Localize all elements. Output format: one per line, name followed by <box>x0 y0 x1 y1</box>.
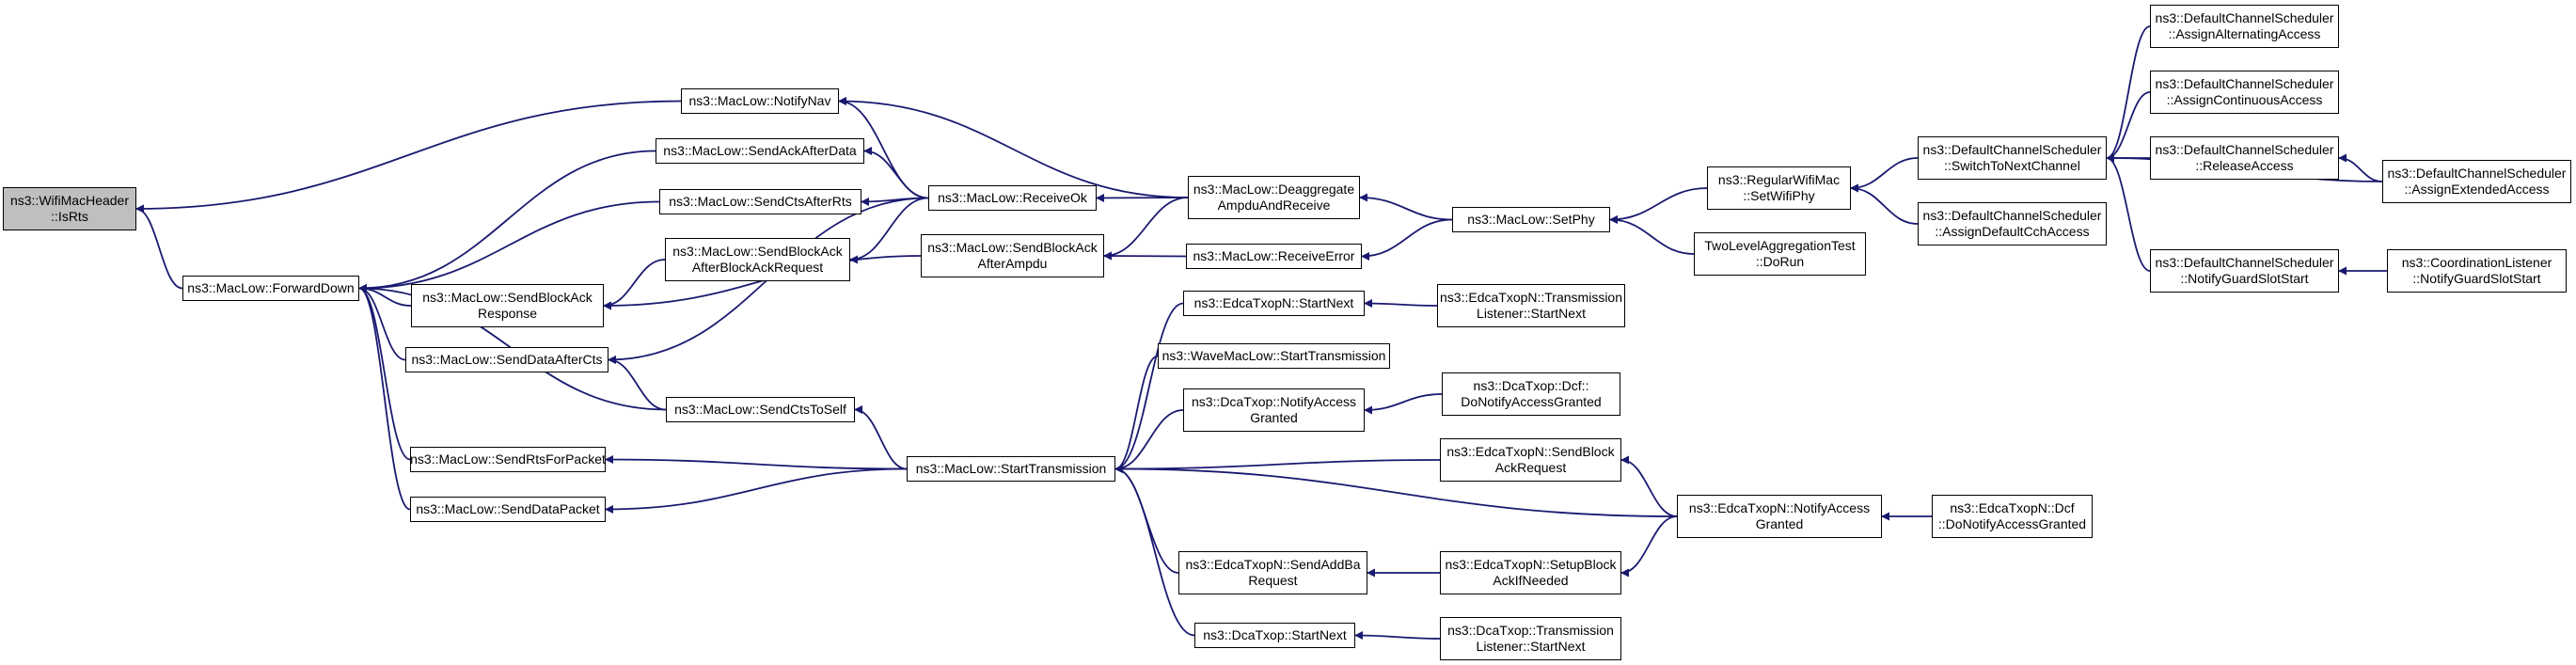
edge-edca-send-block-ack-request-to-start-transmission <box>1114 459 1441 473</box>
edge-start-transmission-to-send-rts-for-packet <box>605 455 908 470</box>
edge-send-cts-after-rts-to-forward-down <box>358 200 660 293</box>
node-edcatxopn-startnext[interactable]: ns3::EdcaTxopN::StartNext <box>1183 291 1365 316</box>
node-wifimacheader-isrts: ns3::WifiMacHeader::IsRts <box>3 187 136 230</box>
edge-receive-error-to-send-block-ack-after-ampdu <box>1103 251 1187 261</box>
edge-send-cts-to-self-to-send-data-after-cts <box>608 356 667 411</box>
node-defaultchannelscheduler-assigndefaultcchaccess[interactable]: ns3::DefaultChannelScheduler::AssignDefa… <box>1918 202 2107 245</box>
edge-send-block-ack-after-block-ack-request-to-send-block-ack-response <box>603 259 666 310</box>
edge-edca-notify-access-granted-to-start-transmission <box>1114 465 1678 517</box>
node-twolevelaggregationtest-dorun[interactable]: TwoLevelAggregationTest::DoRun <box>1694 232 1866 276</box>
node-maclow-senddataaftercts[interactable]: ns3::MacLow::SendDataAfterCts <box>405 347 608 372</box>
edge-send-data-packet-to-forward-down <box>358 284 411 511</box>
node-defaultchannelscheduler-notifyguardslotstart[interactable]: ns3::DefaultChannelScheduler::NotifyGuar… <box>2150 249 2339 293</box>
edge-notify-nav-to-is-rts <box>135 100 682 214</box>
node-maclow-forwarddown[interactable]: ns3::MacLow::ForwardDown <box>182 276 359 301</box>
node-wavemaclow-starttransmission[interactable]: ns3::WaveMacLow::StartTransmission <box>1158 343 1390 369</box>
edge-notify-guard-slot-start-to-switch-to-next-channel <box>2106 153 2151 272</box>
edge-dcf-do-notify-access-granted-to-dca-notify-access-granted <box>1364 393 1443 415</box>
node-maclow-receiveok[interactable]: ns3::MacLow::ReceiveOk <box>928 185 1097 211</box>
edge-assign-alternating-access-to-switch-to-next-channel <box>2106 25 2151 163</box>
edge-assign-extended-access-to-release-access <box>2338 153 2383 182</box>
edge-dca-notify-access-granted-to-start-transmission <box>1114 409 1184 473</box>
edge-dca-transmission-listener-start-next-to-dca-start-next <box>1354 631 1441 641</box>
edge-forward-down-to-is-rts <box>135 204 183 290</box>
edge-set-phy-to-deaggregate <box>1359 193 1453 221</box>
call-edges <box>135 25 2387 641</box>
node-defaultchannelscheduler-assignextendedaccess[interactable]: ns3::DefaultChannelScheduler::AssignExte… <box>2382 160 2571 203</box>
edge-assign-continuous-access-to-switch-to-next-channel <box>2106 91 2151 163</box>
node-dcatxop-startnext[interactable]: ns3::DcaTxop::StartNext <box>1194 623 1355 648</box>
node-defaultchannelscheduler-assigncontinuousaccess[interactable]: ns3::DefaultChannelScheduler::AssignCont… <box>2150 71 2339 114</box>
node-dcatxop-dcf-donotifyaccessgranted[interactable]: ns3::DcaTxop::Dcf::DoNotifyAccessGranted <box>1442 372 1620 416</box>
node-maclow-setphy[interactable]: ns3::MacLow::SetPhy <box>1452 207 1610 232</box>
node-maclow-notifynav[interactable]: ns3::MacLow::NotifyNav <box>681 88 839 114</box>
edge-deaggregate-to-notify-nav <box>838 97 1189 198</box>
edge-dca-start-next-to-start-transmission <box>1114 465 1195 637</box>
edge-send-rts-for-packet-to-forward-down <box>358 284 411 461</box>
edge-wave-start-transmission-to-start-transmission <box>1114 355 1159 473</box>
edge-receive-ok-to-send-ack-after-data <box>863 147 929 199</box>
edge-edca-notify-access-granted-to-edca-send-block-ack-request <box>1620 455 1678 517</box>
edge-regular-set-wifi-phy-to-set-phy <box>1609 187 1708 224</box>
node-maclow-starttransmission[interactable]: ns3::MacLow::StartTransmission <box>907 456 1115 482</box>
edge-receive-ok-to-send-block-ack-after-block-ack-request <box>849 197 929 264</box>
node-defaultchannelscheduler-assignalternatingaccess[interactable]: ns3::DefaultChannelScheduler::AssignAlte… <box>2150 5 2339 48</box>
node-maclow-sendrtsforpacket[interactable]: ns3::MacLow::SendRtsForPacket <box>410 447 606 472</box>
edge-set-phy-to-receive-error <box>1361 218 1453 261</box>
node-defaultchannelscheduler-releaseaccess[interactable]: ns3::DefaultChannelScheduler::ReleaseAcc… <box>2150 136 2339 180</box>
edge-send-data-after-cts-to-forward-down <box>358 284 406 361</box>
edge-deaggregate-to-send-block-ack-after-ampdu <box>1103 197 1189 261</box>
node-defaultchannelscheduler-switchtonextchannel[interactable]: ns3::DefaultChannelScheduler::SwitchToNe… <box>1918 136 2107 180</box>
node-coordinationlistener-notifyguardslotstart[interactable]: ns3::CoordinationListener::NotifyGuardSl… <box>2387 249 2567 293</box>
edge-start-transmission-to-send-cts-to-self <box>854 405 908 470</box>
edge-start-transmission-to-send-data-packet <box>605 467 908 514</box>
edge-two-level-do-run-to-set-phy <box>1609 215 1695 255</box>
edge-send-ack-after-data-to-forward-down <box>358 150 656 293</box>
node-maclow-receiveerror[interactable]: ns3::MacLow::ReceiveError <box>1186 244 1362 269</box>
node-maclow-sendctstoself[interactable]: ns3::MacLow::SendCtsToSelf <box>666 397 855 422</box>
node-maclow-sendackafterdata[interactable]: ns3::MacLow::SendAckAfterData <box>656 138 864 164</box>
edge-switch-to-next-channel-to-regular-set-wifi-phy <box>1850 157 1919 193</box>
edge-edca-notify-access-granted-to-edca-setup-block-ack-if-needed <box>1620 515 1678 578</box>
edge-edca-transmission-listener-start-next-to-edca-start-next <box>1364 299 1438 309</box>
node-edcatxopn-dcf-donotifyaccessgranted[interactable]: ns3::EdcaTxopN::Dcf::DoNotifyAccessGrant… <box>1932 495 2093 538</box>
node-maclow-sendctsafterrts[interactable]: ns3::MacLow::SendCtsAfterRts <box>659 189 861 214</box>
edge-edca-start-next-to-start-transmission <box>1114 302 1184 473</box>
edge-assign-default-cch-access-to-regular-set-wifi-phy <box>1850 183 1919 225</box>
node-regularwifimac-setwifiphy[interactable]: ns3::RegularWifiMac::SetWifiPhy <box>1707 166 1851 210</box>
node-maclow-senddatapacket[interactable]: ns3::MacLow::SendDataPacket <box>410 497 606 522</box>
